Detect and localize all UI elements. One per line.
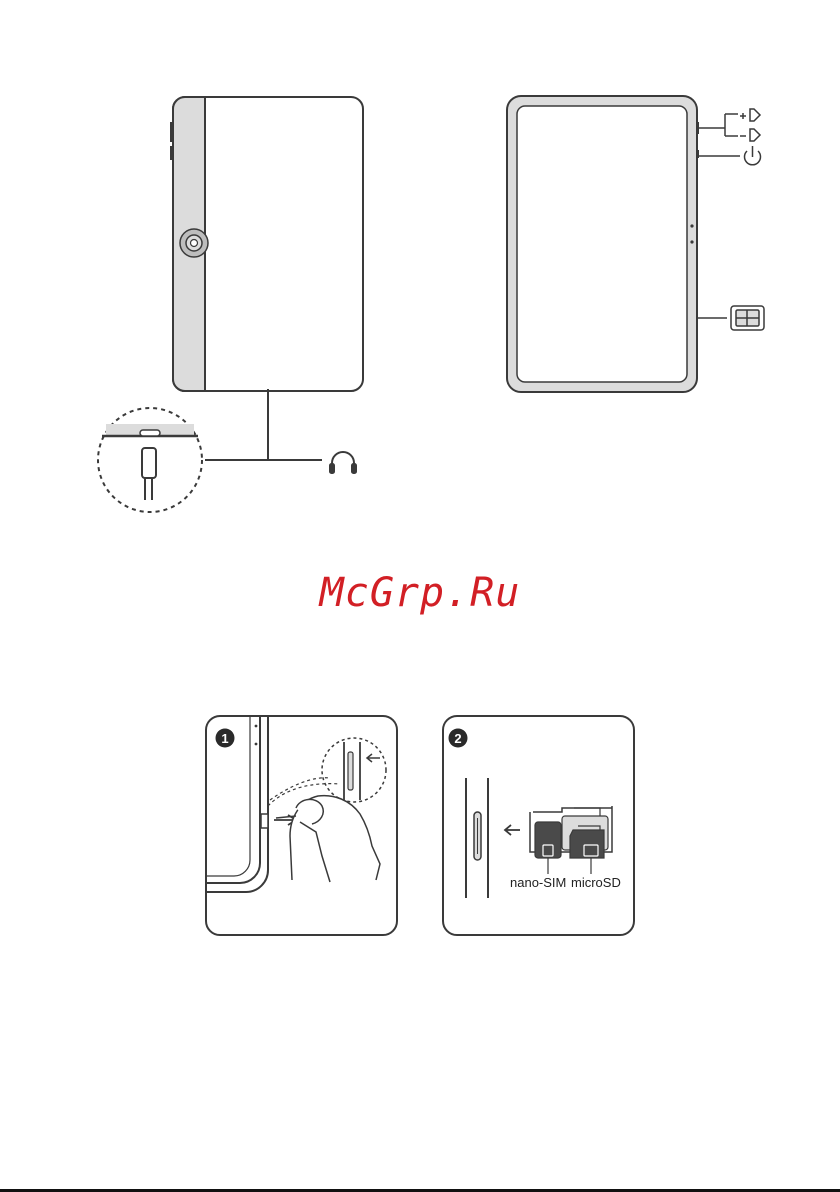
microsd-label: microSD — [571, 875, 621, 890]
svg-text:1: 1 — [221, 731, 228, 746]
rear-camera — [180, 229, 208, 257]
svg-text:2: 2 — [454, 731, 461, 746]
tablet-back-view — [170, 97, 363, 460]
tablet-front-view — [507, 96, 740, 392]
volume-up-icon — [740, 109, 760, 121]
nano-sim-label: nano-SIM — [510, 875, 566, 890]
sim-card-icon — [731, 306, 764, 330]
watermark-text: McGrp.Ru — [0, 570, 840, 616]
volume-down-icon — [740, 129, 760, 141]
power-icon — [745, 146, 761, 165]
usb-c-port-icon — [98, 408, 202, 512]
headphones-icon — [330, 452, 356, 473]
step-2-badge: 2 — [449, 729, 468, 748]
step-1-panel — [206, 716, 397, 935]
step-2-panel — [443, 716, 634, 935]
step-1-badge: 1 — [216, 729, 235, 748]
